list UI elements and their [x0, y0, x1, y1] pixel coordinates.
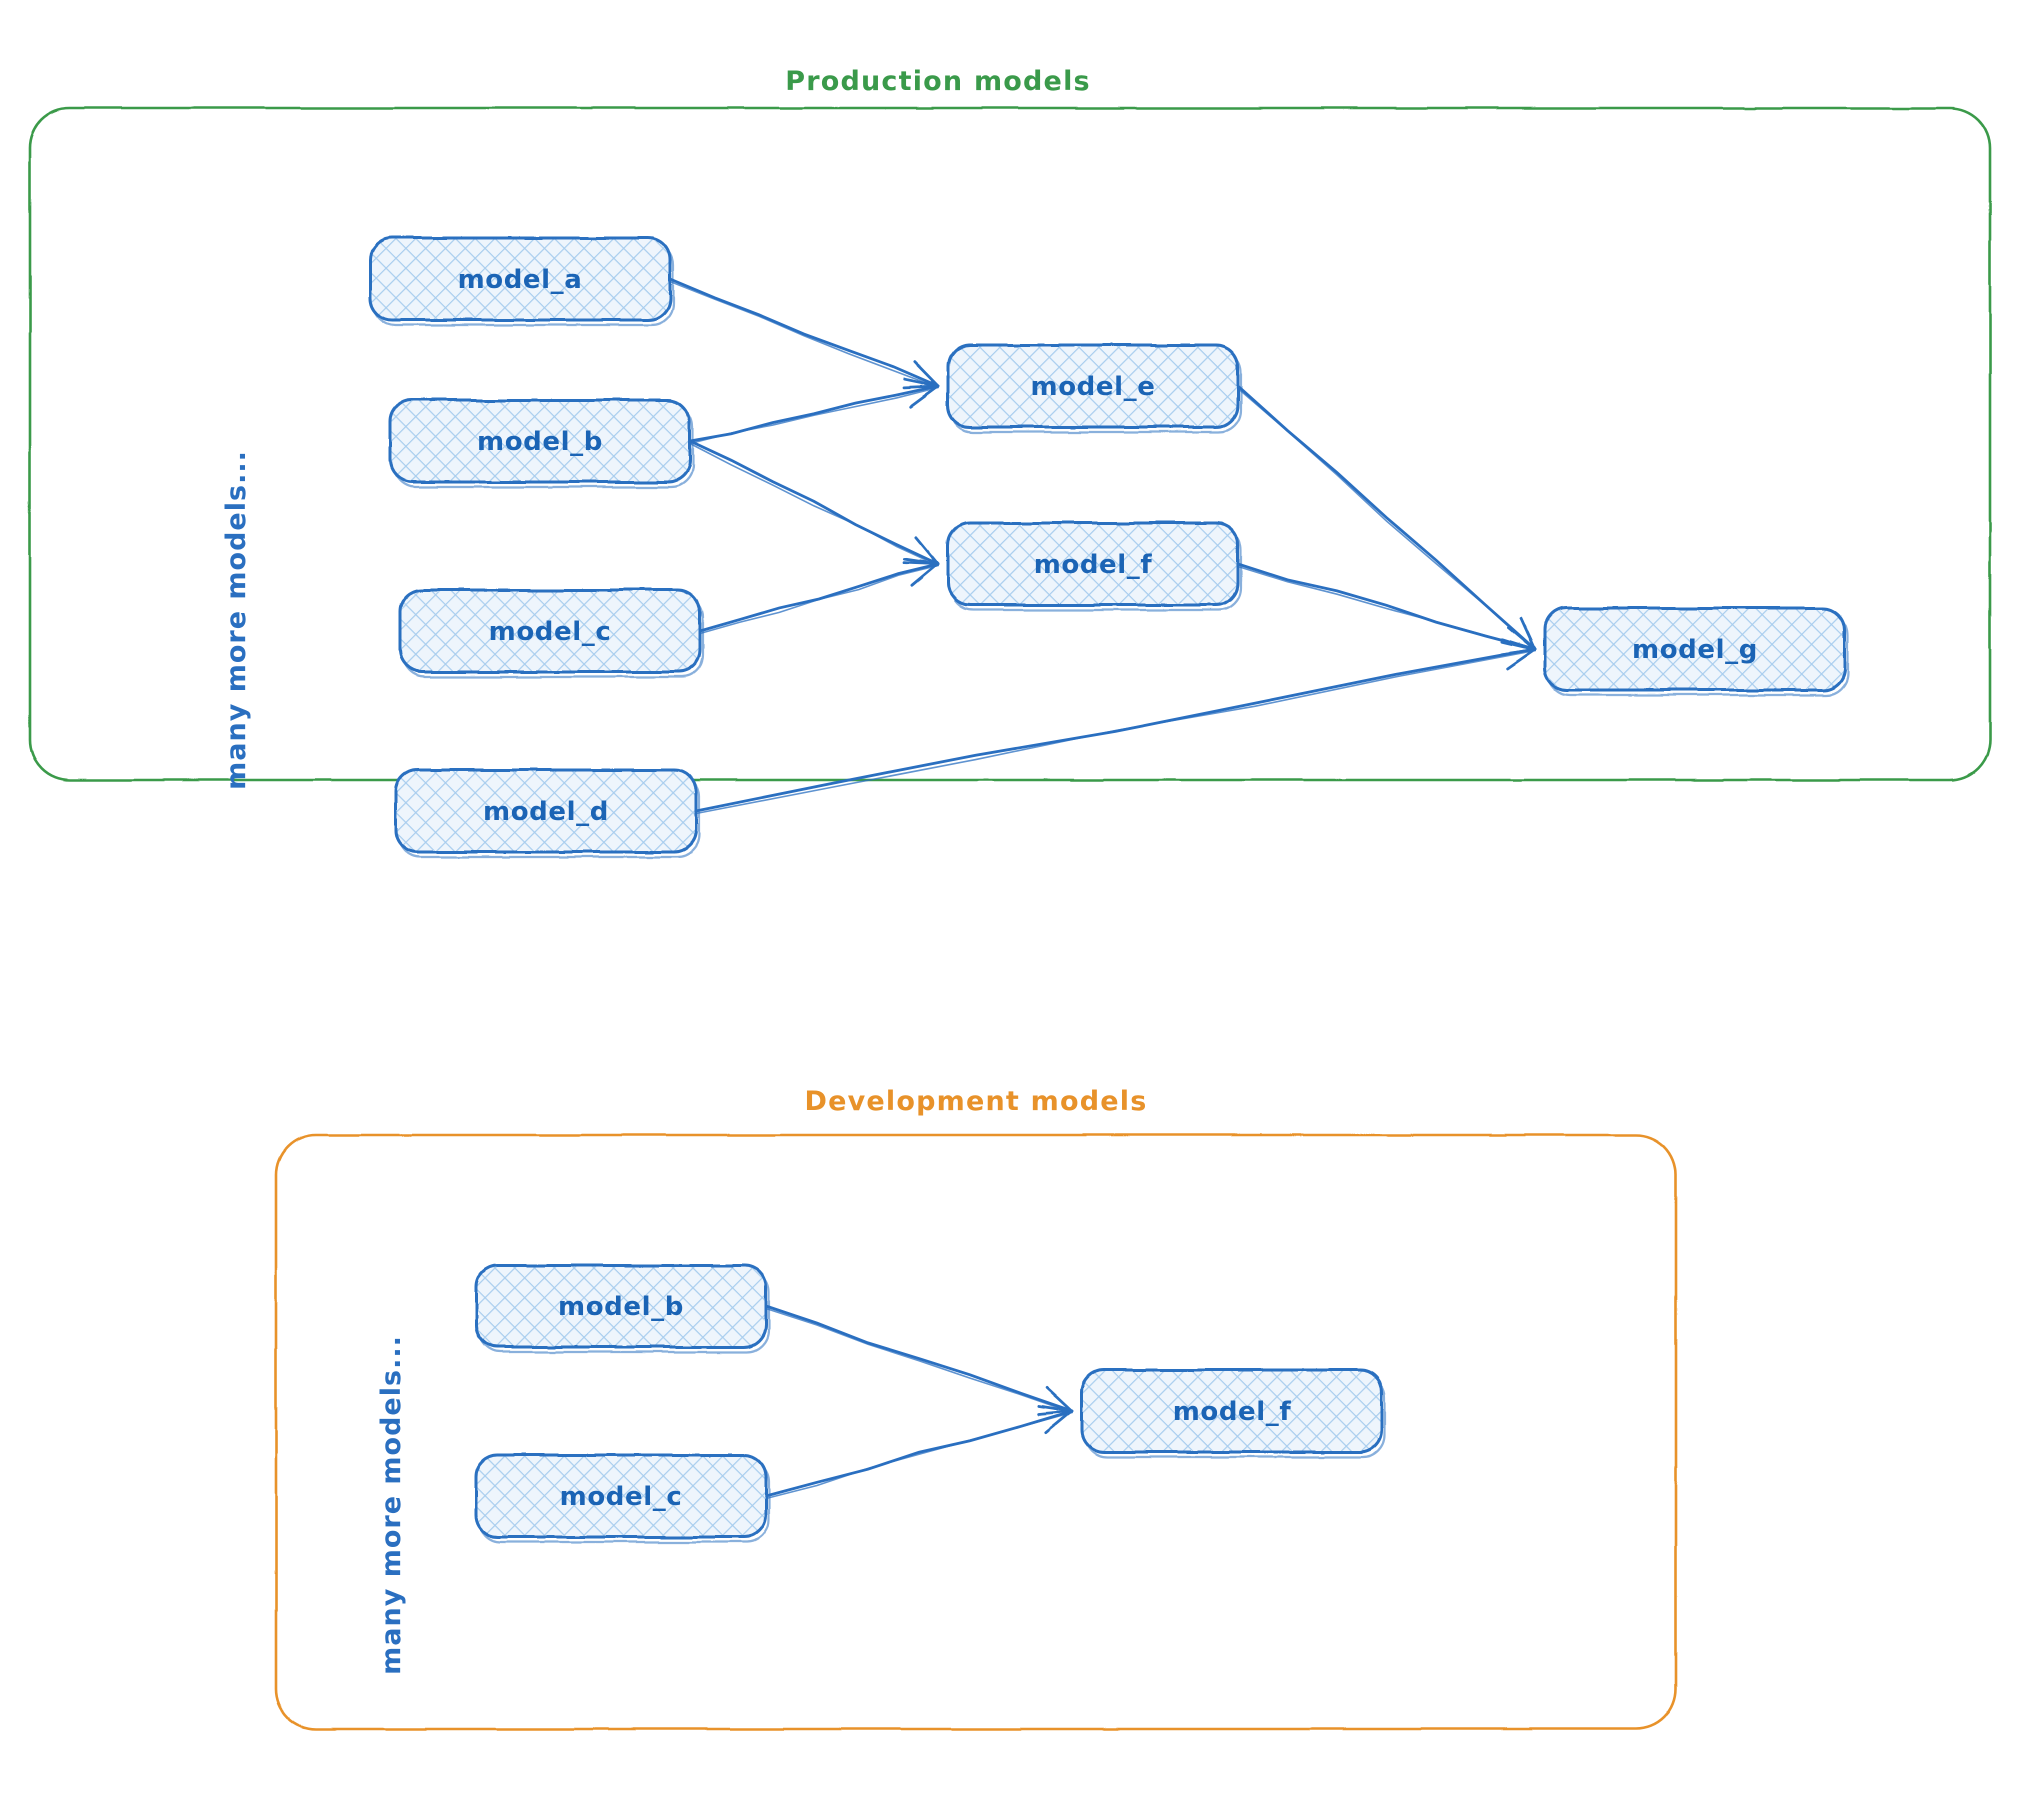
edge-prod_model_c-to-prod_model_f — [698, 557, 940, 635]
node-label: model_c — [489, 617, 612, 647]
group-border-production — [28, 106, 1992, 782]
node-fill — [396, 770, 696, 852]
node-fill — [370, 238, 670, 320]
node-label: model_f — [1034, 550, 1153, 580]
node-fill — [948, 523, 1238, 605]
node-label: model_e — [1031, 372, 1156, 402]
edge-dev_model_b-to-dev_model_f — [764, 1304, 1074, 1416]
node-fill — [476, 1265, 766, 1347]
group-development: Development models many more models... — [274, 1086, 1678, 1731]
many-more-models-label-development: many more models... — [376, 1335, 407, 1675]
node-outline — [398, 588, 702, 674]
edge-shaft — [688, 439, 940, 566]
node-outline — [394, 768, 698, 854]
edge-prod_model_a-to-prod_model_e — [668, 277, 940, 389]
edge-prod_model_b-to-prod_model_e — [688, 377, 940, 445]
node-prod_model_d[interactable]: model_d — [394, 768, 701, 859]
node-label: model_b — [558, 1292, 684, 1322]
edge-shaft-echo — [765, 1307, 1073, 1414]
node-label: model_g — [1632, 635, 1758, 665]
node-outline — [946, 343, 1240, 429]
group-border-development — [274, 1133, 1678, 1731]
edge-dev_model_c-to-dev_model_f — [764, 1404, 1074, 1500]
node-outline — [474, 1263, 768, 1349]
edge-shaft-echo — [765, 1411, 1073, 1500]
edge-shaft — [694, 647, 1537, 813]
edge-prod_model_e-to-prod_model_g — [1236, 384, 1537, 652]
edge-shaft-echo — [699, 564, 939, 635]
edge-arrowhead — [903, 377, 940, 408]
edge-prod_model_d-to-prod_model_g — [694, 639, 1537, 815]
edge-prod_model_b-to-prod_model_f — [688, 439, 940, 567]
node-fill — [390, 400, 690, 482]
node-prod_model_c[interactable]: model_c — [398, 588, 705, 679]
node-dev_model_c[interactable]: model_c — [474, 1453, 771, 1544]
node-outline — [946, 521, 1240, 607]
node-label: model_b — [477, 427, 603, 457]
node-label: model_d — [483, 797, 609, 827]
node-label: model_f — [1173, 1397, 1292, 1427]
group-title-production: Production models — [785, 66, 1091, 97]
node-outline — [388, 398, 692, 484]
node-fill — [948, 345, 1238, 427]
edge-shaft-echo — [1237, 565, 1536, 652]
node-fill — [1082, 1370, 1382, 1452]
edge-shaft — [764, 1304, 1074, 1413]
node-prod_model_f[interactable]: model_f — [946, 521, 1243, 612]
node-prod_model_b[interactable]: model_b — [388, 398, 695, 489]
edge-shaft — [668, 277, 940, 388]
node-prod_model_e[interactable]: model_e — [946, 343, 1243, 434]
group-title-development: Development models — [805, 1086, 1148, 1117]
node-outline — [1080, 1368, 1384, 1454]
node-outline — [368, 236, 672, 322]
node-outline — [1543, 606, 1847, 692]
edge-shaft-echo — [669, 280, 939, 389]
node-prod_model_g[interactable]: model_g — [1543, 606, 1850, 697]
edge-shaft — [688, 384, 940, 443]
node-prod_model_a[interactable]: model_a — [368, 236, 675, 327]
edge-shaft-echo — [689, 442, 939, 567]
group-production: Production models many more models... — [28, 66, 1992, 790]
edge-shaft-echo — [689, 386, 939, 445]
edge-shaft-echo — [1237, 387, 1536, 652]
node-dev_model_f[interactable]: model_f — [1080, 1368, 1387, 1459]
edge-arrowhead — [902, 557, 940, 588]
node-label: model_a — [458, 265, 583, 295]
node-fill — [1545, 608, 1845, 690]
many-more-models-label-production: many more models... — [221, 450, 252, 790]
node-outline — [474, 1453, 768, 1539]
edge-shaft-echo — [695, 649, 1536, 815]
edge-arrowhead — [1036, 1404, 1074, 1435]
node-dev_model_b[interactable]: model_b — [474, 1263, 771, 1354]
edge-arrowhead — [1500, 639, 1537, 670]
edges-layer — [668, 277, 1537, 1500]
node-label: model_c — [560, 1482, 683, 1512]
nodes-layer: model_a model_b model_c model_d model_emodel… — [368, 236, 1850, 1544]
node-fill — [400, 590, 700, 672]
node-fill — [476, 1455, 766, 1537]
